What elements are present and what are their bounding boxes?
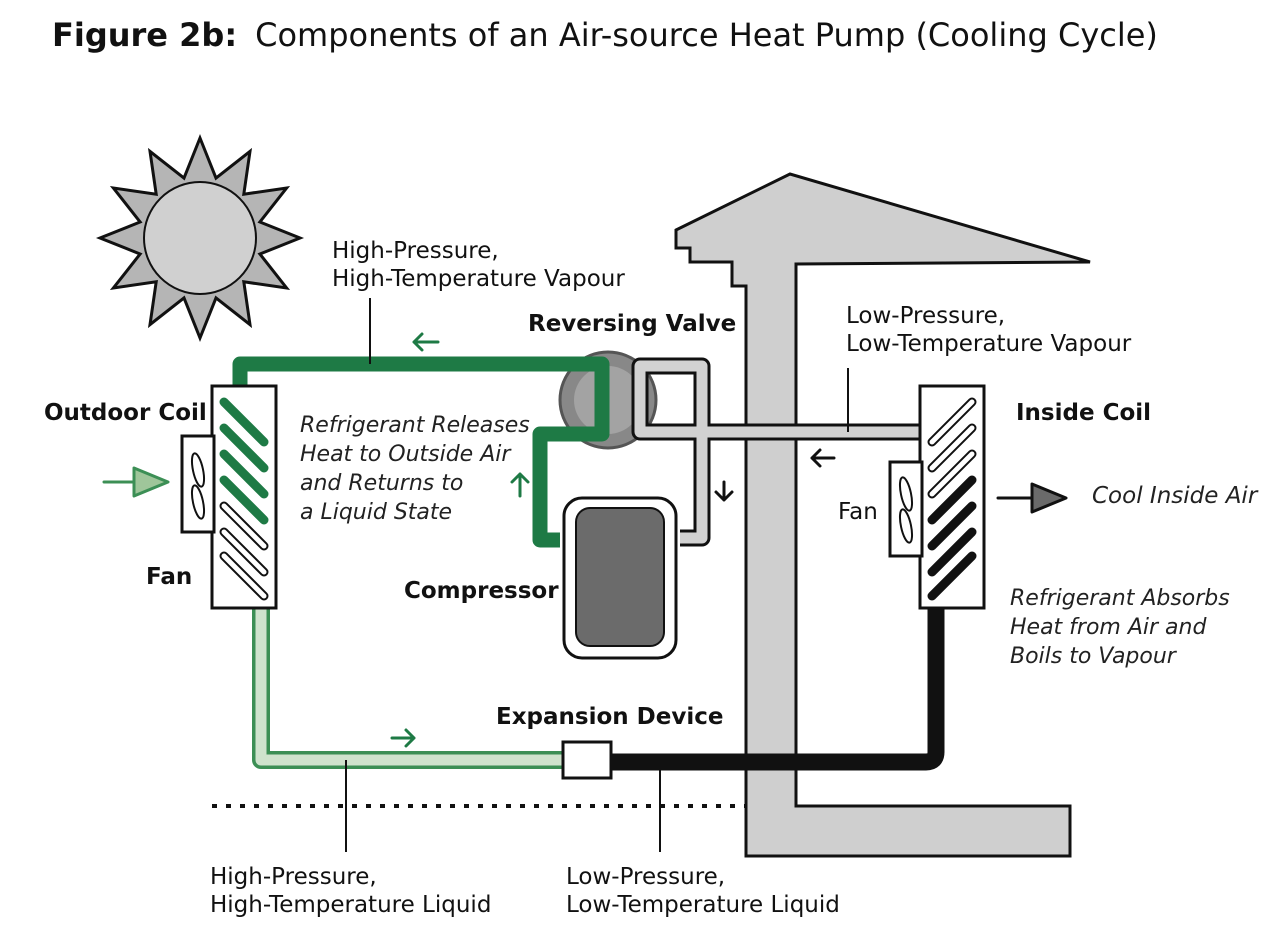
absorbs-note-line3: Boils to Vapour: [1010, 644, 1178, 669]
outside-air-arrow-icon: [102, 466, 170, 498]
cool-inside-air-label: Cool Inside Air: [1092, 483, 1259, 509]
high-pressure-vapour-line: [232, 356, 610, 548]
absorbs-note-line2: Heat from Air and: [1010, 615, 1207, 640]
outdoor-coil: [210, 384, 278, 610]
high-pressure-liquid-line: [252, 606, 564, 769]
flow-arrow-down-icon: [714, 480, 734, 502]
coil-fin: [219, 423, 269, 473]
hp-vapour-label-line1: High-Pressure,: [332, 238, 499, 264]
coil-fin: [219, 475, 269, 525]
inside-coil-label: Inside Coil: [1016, 400, 1151, 426]
low-pressure-liquid-line: [608, 608, 945, 771]
coil-fin: [219, 449, 269, 499]
reversing-valve-label: Reversing Valve: [528, 311, 736, 337]
compressor-label: Compressor: [404, 578, 559, 604]
inside-coil: [918, 384, 986, 610]
releases-note-line4: a Liquid State: [300, 500, 452, 525]
lp-liquid-label-line1: Low-Pressure,: [566, 864, 725, 890]
coil-fin: [927, 475, 977, 525]
flow-arrow-right-icon: [390, 728, 416, 748]
expansion-device-label: Expansion Device: [496, 704, 723, 730]
coil-fin-inner: [929, 425, 975, 471]
compressor-unit: [562, 496, 678, 660]
hp-liquid-label-line2: High-Temperature Liquid: [210, 892, 491, 918]
inside-fan-icon: [888, 460, 924, 558]
coil-fin-inner: [221, 529, 267, 575]
outdoor-coil-fins: [219, 397, 269, 601]
lp-vapour-label-line1: Low-Pressure,: [846, 303, 1005, 329]
absorbs-note-line1: Refrigerant Absorbs: [1010, 586, 1230, 611]
lp-liquid-label-line2: Low-Temperature Liquid: [566, 892, 840, 918]
outdoor-coil-label: Outdoor Coil: [44, 400, 207, 426]
releases-note-line1: Refrigerant Releases: [300, 413, 530, 438]
releases-note-line3: and Returns to: [300, 471, 463, 496]
coil-fin: [927, 527, 977, 577]
figure-title: Figure 2b: Components of an Air-source H…: [52, 16, 1158, 54]
coil-fin: [219, 397, 269, 447]
low-pressure-vapour-line: [631, 357, 922, 547]
coil-fin: [927, 551, 977, 601]
inside-fan-label: Fan: [838, 499, 878, 525]
figure-title-text: Components of an Air-source Heat Pump (C…: [255, 16, 1158, 54]
hp-liquid-label-line1: High-Pressure,: [210, 864, 377, 890]
flow-arrow-left-inside-icon: [810, 448, 836, 468]
releases-note-line2: Heat to Outside Air: [300, 442, 512, 467]
inside-coil-fins: [927, 397, 977, 601]
inside-air-arrow-icon: [996, 482, 1068, 514]
sun-icon: [95, 133, 305, 343]
house-wall: [674, 172, 1091, 858]
flow-arrow-up-icon: [510, 472, 530, 498]
expansion-device: [561, 740, 613, 780]
outdoor-fan-icon: [180, 434, 216, 534]
coil-fin-inner: [221, 503, 267, 549]
figure-title-prefix: Figure 2b:: [52, 16, 237, 54]
coil-fin-inner: [929, 451, 975, 497]
flow-arrow-left-icon: [412, 332, 440, 352]
lp-vapour-label-line2: Low-Temperature Vapour: [846, 331, 1132, 357]
outdoor-fan-label: Fan: [146, 564, 192, 590]
hp-vapour-label-line2: High-Temperature Vapour: [332, 266, 625, 292]
coil-fin-inner: [929, 399, 975, 445]
coil-fin: [927, 501, 977, 551]
coil-fin-inner: [221, 553, 267, 599]
